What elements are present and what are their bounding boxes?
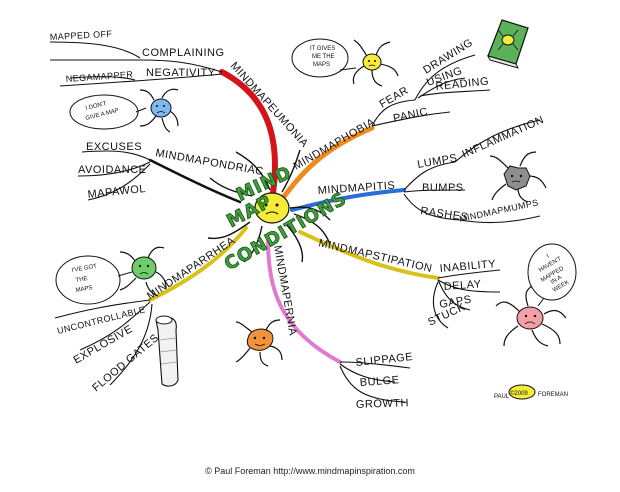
branch-label-mindmapstipation: MINDMAPSTIPATION [317,237,433,275]
bubble-havent-line1: I [546,254,551,260]
sub-growth: GROWTH [356,397,409,411]
bubble-gives-maps-line2: ME THE [312,54,335,60]
orange-germ-icon [235,319,283,367]
green-germ-icon [55,246,167,305]
gray-germ-icon [489,151,547,203]
sub-branch-lines [49,41,541,403]
sub-inability: INABILITY [439,258,496,275]
branch-label-mindmapitis: MINDMAPITIS [317,180,395,197]
germ-center-icon [207,149,331,263]
sub-mapped-off: MAPPED OFF [50,29,113,42]
signature: PAUL ©2009 FOREMAN [494,384,568,400]
branch-yellow-right-line [298,230,440,280]
sub-negamapper: NEGAMAPPER [65,69,133,84]
bandage-icon [155,315,179,387]
germ-face-bubble-icon [291,38,399,87]
sub-inflammation: INFLAMMATION [460,114,546,161]
signature-name-right: FOREMAN [538,392,568,398]
signature-year: ©2009 [510,390,528,397]
branch-label-mindmapondriac: MINDMAPONDRIAC [154,147,264,178]
sub-slippage: SLIPPAGE [355,351,414,369]
branch-orange-line [277,125,375,205]
branch-mindmapondriac-line [148,158,242,204]
branch-label-mindmaparrhea: MINDMAPARRHEA [145,235,238,303]
sub-complaining: COMPLAINING [142,47,225,59]
bubble-dont-give-line1: I DON'T [85,101,108,112]
sub-negativity: NEGATIVITY [146,67,216,79]
sub-panic: PANIC [392,106,429,125]
bubble-ive-got-line1: I'VE GOT [71,264,97,274]
signature-name-left: PAUL [494,394,510,400]
green-book-icon [487,19,529,69]
sub-delay: DELAY [443,278,482,293]
bubble-ive-got-line3: MAPS [75,285,93,294]
pink-germ-icon [495,243,577,347]
bubble-ive-got-line2: THE [75,276,88,284]
footer-credit: © Paul Foreman http://www.mindmapinspira… [205,466,415,476]
germ-blue-icon [69,88,179,133]
branch-pink-line [266,236,342,364]
sub-bumps: BUMPS [422,182,464,194]
branch-red-line [219,69,279,203]
bubble-gives-maps-line3: MAPS [313,62,330,68]
sub-gaps: GAPS [438,293,472,310]
sub-reading: READING [435,75,490,93]
sub-excuses: EXCUSES [86,141,142,153]
sub-lumps: LUMPS [416,152,458,171]
sub-avoidance: AVOIDANCE [78,164,146,176]
branch-yellow-left-line [148,226,248,302]
sub-fear: FEAR [378,85,411,111]
bubble-havent-line4: IN A [550,275,563,286]
bubble-gives-maps-line1: IT GIVES [310,46,335,52]
sub-bulge: BULGE [359,374,400,389]
sub-mapawol: MAPAWOL [87,183,146,201]
